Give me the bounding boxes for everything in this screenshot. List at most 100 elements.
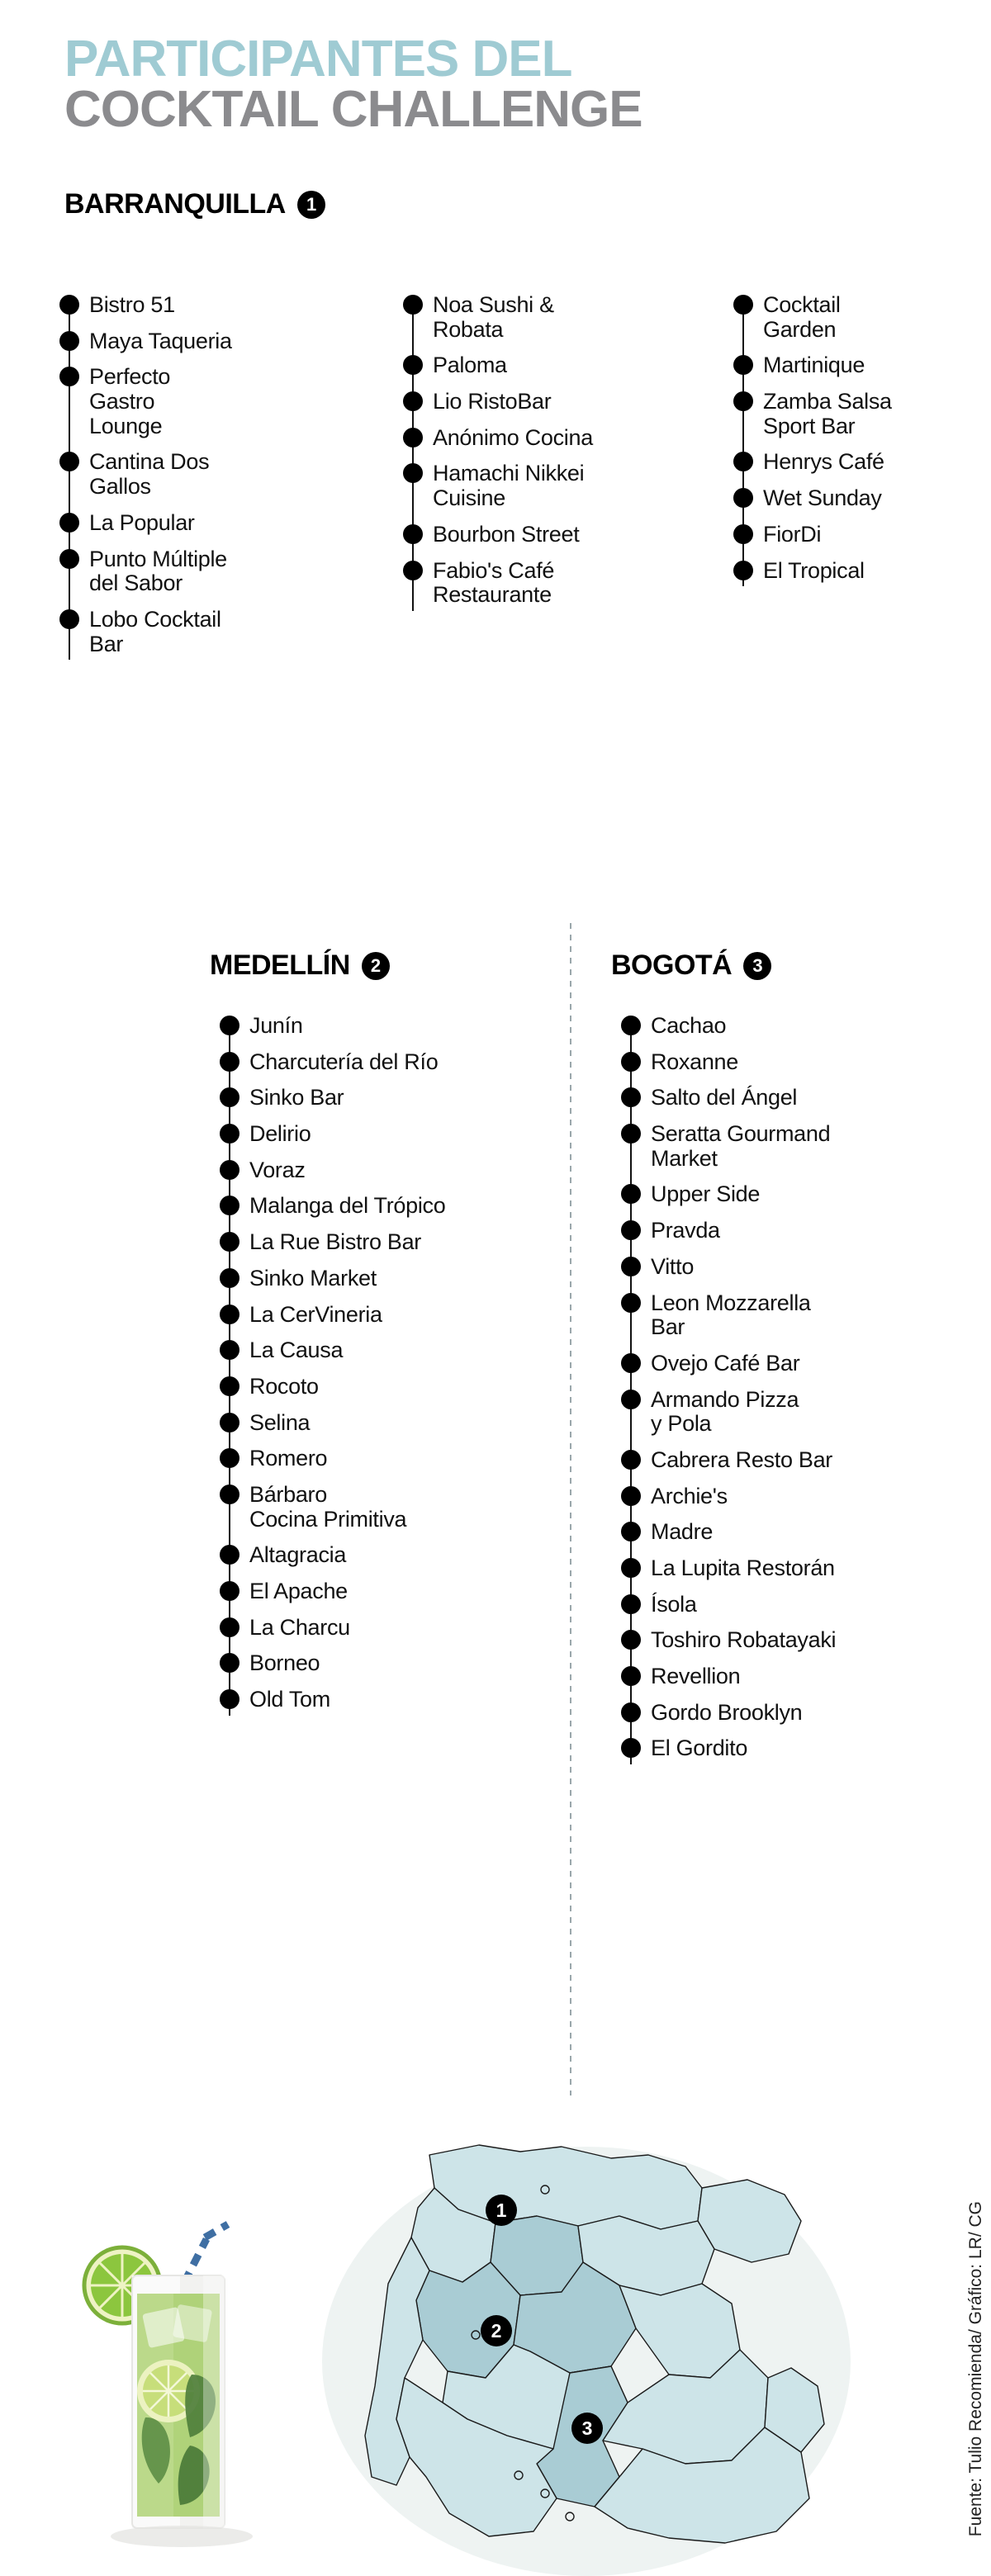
bullet-dot-icon	[621, 1738, 641, 1759]
list-item[interactable]: Old Tom	[220, 1687, 542, 1712]
list-item[interactable]: Altagracia	[220, 1543, 542, 1568]
badge-3: 3	[743, 951, 772, 980]
list-item[interactable]: Zamba Salsa Sport Bar	[733, 389, 923, 438]
list-item[interactable]: FiorDi	[733, 522, 923, 547]
list-item[interactable]: El Apache	[220, 1579, 542, 1604]
list-item[interactable]: Vitto	[621, 1254, 935, 1280]
list-item[interactable]: Madre	[621, 1520, 935, 1545]
bullet-dot-icon	[621, 1292, 641, 1313]
list-item[interactable]: Selina	[220, 1409, 542, 1436]
list-item[interactable]: Toshiro Robatayaki	[621, 1628, 935, 1653]
list-item-label: Selina	[249, 1409, 311, 1435]
list-item-label: La Rue Bistro Bar	[249, 1229, 421, 1255]
list-item[interactable]: Ovejo Café Bar	[621, 1351, 935, 1376]
map-badge-1: 1	[486, 2195, 517, 2226]
colombia-map: 1 2 3	[273, 2130, 851, 2576]
list-item-label: Cabrera Resto Bar	[651, 1447, 832, 1472]
list-item[interactable]: Sinko Bar	[220, 1086, 542, 1110]
list-item[interactable]: Wet Sunday	[733, 485, 923, 511]
list-item[interactable]: La CerVineria	[220, 1301, 542, 1328]
list-item[interactable]: Cachao	[621, 1013, 935, 1039]
list-item[interactable]: Archie's	[621, 1484, 935, 1509]
list-item[interactable]: El Tropical	[733, 558, 923, 584]
list-item[interactable]: Maya Taqueria	[59, 329, 241, 354]
list-item[interactable]: Hamachi Nikkei Cuisine	[403, 461, 593, 511]
list-item-label: Zamba Salsa Sport Bar	[763, 389, 892, 438]
list-item-label: Toshiro Robatayaki	[651, 1627, 837, 1653]
bullet-dot-icon	[621, 1256, 641, 1276]
list-item[interactable]: Perfecto Gastro Lounge	[59, 365, 241, 438]
list-item[interactable]: Sinko Market	[220, 1266, 542, 1291]
list-item[interactable]: La Rue Bistro Bar	[220, 1229, 542, 1255]
list-item[interactable]: Salto del Ángel	[621, 1086, 935, 1110]
list-item[interactable]: Upper Side	[621, 1182, 935, 1207]
list-item[interactable]: Gordo Brooklyn	[621, 1700, 935, 1726]
list-item[interactable]: Charcutería del Río	[220, 1049, 542, 1075]
list-item[interactable]: Ísola	[621, 1591, 935, 1617]
list-item[interactable]: Leon Mozzarella Bar	[621, 1290, 935, 1340]
list-item[interactable]: El Gordito	[621, 1736, 935, 1761]
list-item[interactable]: Fabio's Café Restaurante	[403, 558, 593, 608]
bullet-dot-icon	[220, 1051, 239, 1072]
bullet-dot-icon	[403, 295, 423, 315]
list-item-label: Wet Sunday	[763, 485, 882, 511]
list-item[interactable]: Cabrera Resto Bar	[621, 1447, 935, 1473]
list-item[interactable]: Cantina Dos Gallos	[59, 449, 241, 499]
bullet-dot-icon	[621, 1220, 641, 1241]
list-item-label: La CerVineria	[249, 1301, 382, 1327]
timeline-connector	[229, 1022, 230, 1716]
list-item[interactable]: Seratta Gourmand Market	[621, 1121, 935, 1171]
list-item[interactable]: Martinique	[733, 353, 923, 378]
list-item[interactable]: Lio RistoBar	[403, 389, 593, 414]
list-item[interactable]: Voraz	[220, 1158, 542, 1183]
list-item-label: Armando Pizza y Pola	[651, 1386, 799, 1437]
list-item[interactable]: Pravda	[621, 1218, 935, 1243]
list-item[interactable]: Cocktail Garden	[733, 292, 923, 342]
list-item[interactable]: La Charcu	[220, 1615, 542, 1641]
list-item-label: Leon Mozzarella Bar	[651, 1290, 811, 1340]
list-item[interactable]: Roxanne	[621, 1049, 935, 1075]
list-item-label: Punto Múltiple del Sabor	[89, 546, 227, 596]
list-item[interactable]: Bourbon Street	[403, 522, 593, 547]
list-item[interactable]: Noa Sushi & Robata	[403, 292, 593, 342]
list-item[interactable]: Junín	[220, 1013, 542, 1039]
list-item-label: Ísola	[651, 1591, 697, 1617]
list-item[interactable]: Malanga del Trópico	[220, 1194, 542, 1219]
list-item[interactable]: Delirio	[220, 1121, 542, 1147]
list-item[interactable]: Rocoto	[220, 1374, 542, 1399]
list-item-label: La Lupita Restorán	[651, 1556, 835, 1580]
list-item[interactable]: Bistro 51	[59, 292, 241, 318]
list-item[interactable]: Lobo Cocktail Bar	[59, 607, 241, 656]
bullet-dot-icon	[733, 560, 753, 580]
bullet-dot-icon	[403, 391, 423, 412]
list-item[interactable]: La Causa	[220, 1338, 542, 1363]
list-item[interactable]: Henrys Café	[733, 450, 923, 475]
map-svg	[364, 2144, 825, 2544]
bullet-dot-icon	[621, 1124, 641, 1144]
bullet-dot-icon	[220, 1016, 239, 1035]
list-item[interactable]: Bárbaro Cocina Primitiva	[220, 1482, 542, 1532]
list-item-label: Sinko Bar	[249, 1085, 344, 1110]
list-item[interactable]: Revellion	[621, 1664, 935, 1689]
list-item-label: Salto del Ángel	[651, 1085, 798, 1110]
list-item-label: Anónimo Cocina	[433, 424, 593, 450]
list-item[interactable]: Romero	[220, 1447, 542, 1471]
bullet-dot-icon	[621, 1522, 641, 1542]
list-item[interactable]: La Popular	[59, 510, 241, 536]
list-item[interactable]: Punto Múltiple del Sabor	[59, 547, 241, 596]
list-item-label: Hamachi Nikkei Cuisine	[433, 461, 585, 511]
list-item-label: Delirio	[249, 1121, 311, 1147]
list-item[interactable]: La Lupita Restorán	[621, 1556, 935, 1581]
bullet-dot-icon	[59, 512, 79, 533]
list-item[interactable]: Borneo	[220, 1651, 542, 1676]
timeline-connector	[412, 301, 414, 611]
list-item-label: El Gordito	[651, 1735, 748, 1761]
title-line-1: PARTICIPANTES DEL	[64, 31, 573, 88]
list-item-label: Revellion	[651, 1664, 741, 1689]
bullet-dot-icon	[733, 355, 753, 376]
list-item[interactable]: Paloma	[403, 353, 593, 378]
list-item[interactable]: Anónimo Cocina	[403, 424, 593, 451]
list-item[interactable]: Armando Pizza y Pola	[621, 1386, 935, 1437]
list-item-label: Pravda	[651, 1218, 720, 1243]
bullet-dot-icon	[733, 488, 753, 509]
